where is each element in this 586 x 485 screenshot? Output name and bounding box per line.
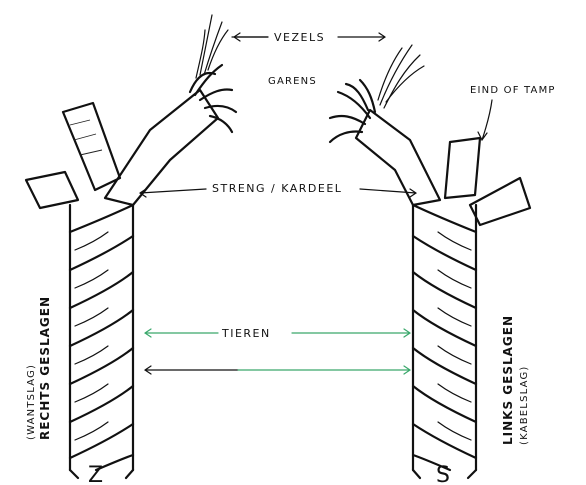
left-strand-stub	[26, 172, 78, 208]
right-strand-strip	[445, 138, 480, 198]
left-main-label: RECHTS GESLAGEN	[38, 296, 52, 440]
left-fibres	[196, 15, 228, 78]
right-letter-s: S	[436, 463, 450, 485]
right-rope	[330, 45, 530, 478]
right-strand-main	[356, 110, 440, 205]
right-yarns	[330, 80, 375, 142]
left-side-labels: RECHTS GESLAGEN (WANTSLAG)	[26, 296, 52, 440]
right-rope-strands	[413, 205, 476, 470]
streng-label: STRENG / KARDEEL	[212, 182, 342, 195]
left-sub-label: (WANTSLAG)	[26, 364, 37, 440]
right-strand-stub	[470, 178, 530, 225]
tieren-callout: TIEREN	[145, 327, 410, 374]
right-side-labels: LINKS GESLAGEN (KABELSLAG)	[501, 315, 530, 445]
streng-callout: STRENG / KARDEEL	[140, 182, 416, 197]
eind-label: EIND OF TAMP	[470, 85, 556, 96]
tieren-label: TIEREN	[221, 327, 271, 340]
left-rope	[26, 15, 236, 478]
garens-label: GARENS	[268, 76, 317, 87]
eind-callout: EIND OF TAMP	[470, 85, 556, 140]
left-strand-strip	[63, 103, 120, 190]
left-rope-strands	[70, 205, 133, 470]
vezels-label: VEZELS	[274, 31, 325, 44]
right-fibres	[378, 45, 424, 108]
right-sub-label: (KABELSLAG)	[519, 365, 530, 445]
left-strand-main	[105, 90, 218, 205]
right-main-label: LINKS GESLAGEN	[501, 315, 515, 445]
vezels-callout: VEZELS	[232, 31, 385, 44]
left-letter-z: Z	[88, 463, 103, 485]
